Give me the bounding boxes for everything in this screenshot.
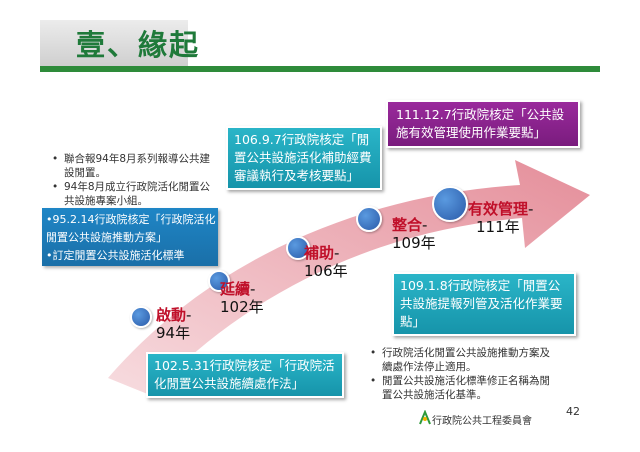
- footer-logo: 行政院公共工程委員會: [419, 410, 532, 427]
- title-background: [40, 20, 188, 66]
- milestone-label-106: 補助- 106年: [304, 244, 348, 280]
- milestone-box-text: 106.9.7行政院核定「閒置公共設施活化補助經費審議執行及考核要點」: [234, 132, 372, 183]
- blue-box-line: •訂定閒置公共設施活化標準: [46, 249, 185, 262]
- milestone-label-111: 有效管理- 111年: [468, 200, 534, 236]
- logo-icon: [419, 410, 431, 425]
- milestone-year: 111年: [476, 218, 520, 236]
- milestone-box-text: 102.5.31行政院核定「行政院活化閒置公共設施續處作法」: [154, 358, 335, 391]
- milestone-dot-111: [432, 186, 468, 222]
- blue-info-box: •95.2.14行政院核定「行政院活化閒置公共設施推動方案」 •訂定閒置公共設施…: [42, 208, 218, 266]
- milestone-name: 延續: [220, 280, 251, 298]
- right-bullet-list: 行政院活化閒置公共設施推動方案及續處作法停止適用。 閒置公共設施活化標準修正名稱…: [370, 346, 560, 402]
- blue-box-line: •95.2.14行政院核定「行政院活化閒置公共設施推動方案」: [46, 213, 216, 244]
- milestone-dot-94: [130, 306, 152, 328]
- milestone-year: 106年: [304, 262, 348, 280]
- list-item: 行政院活化閒置公共設施推動方案及續處作法停止適用。: [370, 346, 560, 374]
- milestone-label-102: 延續- 102年: [220, 280, 264, 316]
- list-item: 閒置公共設施活化標準修正名稱為閒置公共設施活化基準。: [370, 374, 560, 402]
- milestone-box-109: 109.1.8行政院核定「閒置公共設施提報列管及活化作業要點」: [392, 272, 576, 336]
- list-item: 聯合報94年8月系列報導公共建設閒置。: [52, 152, 212, 180]
- title-underline: [40, 66, 600, 72]
- milestone-label-94: 啟動- 94年: [156, 306, 192, 342]
- milestone-year: 94年: [156, 324, 191, 342]
- milestone-name: 整合: [392, 216, 423, 234]
- milestone-label-109: 整合- 109年: [392, 216, 436, 252]
- milestone-year: 102年: [220, 298, 264, 316]
- milestone-box-text: 111.12.7行政院核定「公共設施有效管理使用作業要點」: [396, 107, 565, 140]
- milestone-box-106: 106.9.7行政院核定「閒置公共設施活化補助經費審議執行及考核要點」: [226, 126, 382, 190]
- page-number: 42: [566, 405, 580, 418]
- milestone-box-102: 102.5.31行政院核定「行政院活化閒置公共設施續處作法」: [146, 352, 344, 398]
- milestone-box-111: 111.12.7行政院核定「公共設施有效管理使用作業要點」: [386, 100, 580, 148]
- left-bullet-list: 聯合報94年8月系列報導公共建設閒置。 94年8月成立行政院活化閒置公共設施專案…: [52, 152, 212, 208]
- milestone-name: 啟動: [156, 306, 187, 324]
- logo-text: 行政院公共工程委員會: [432, 416, 532, 427]
- milestone-dot-102: [208, 270, 230, 292]
- milestone-box-text: 109.1.8行政院核定「閒置公共設施提報列管及活化作業要點」: [400, 278, 563, 329]
- milestone-name: 補助: [304, 244, 335, 262]
- list-item: 94年8月成立行政院活化閒置公共設施專案小組。: [52, 180, 212, 208]
- milestone-dot-109: [356, 206, 382, 232]
- milestone-year: 109年: [392, 234, 436, 252]
- milestone-name: 有效管理: [468, 200, 529, 218]
- milestone-dot-106: [286, 236, 310, 260]
- page-title: 壹、緣起: [76, 28, 201, 62]
